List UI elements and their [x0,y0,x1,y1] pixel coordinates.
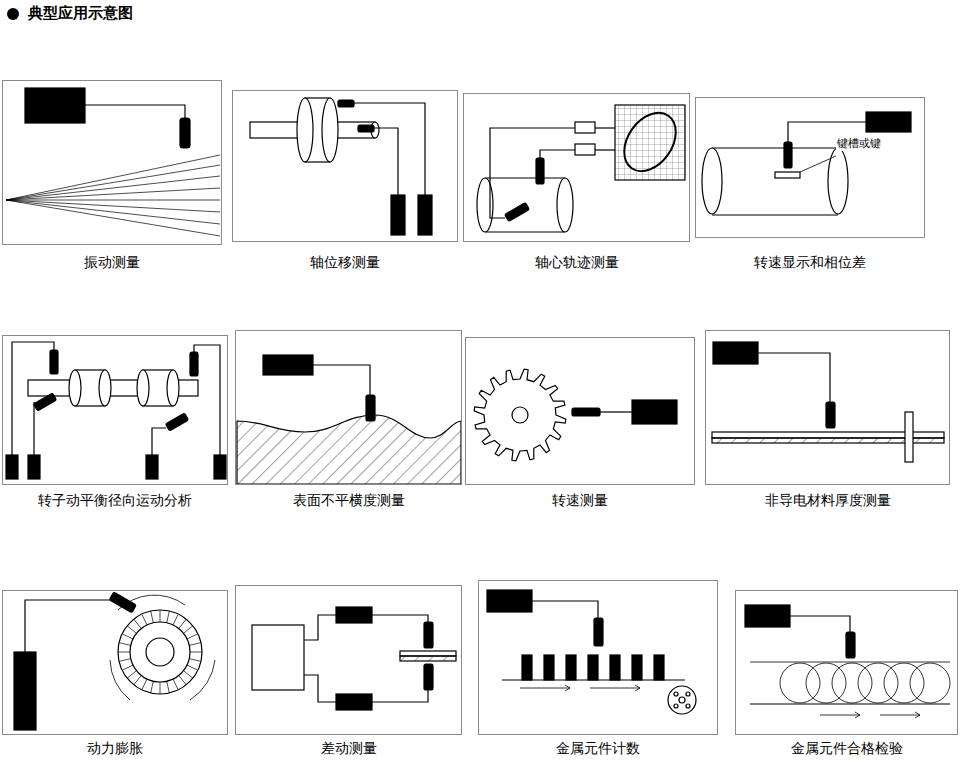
application-panel: 振动测量 [2,80,222,245]
wheel-ring [130,622,190,682]
wheel-blade [184,671,193,679]
metal-part [588,655,598,680]
application-panel: 非导电材料厚度测量 [705,330,950,485]
metal-part [858,663,898,703]
wheel-blade [118,652,130,653]
wheel-blade [189,643,201,646]
wheel-blade [187,665,198,670]
panel-caption: 转速测量 [466,492,694,510]
application-panel: 动力膨胀 [2,590,228,735]
wheel-blade [142,614,147,625]
wheel-blade [167,611,170,623]
panel-caption: 轴心轨迹测量 [464,254,689,272]
wheel-blade [122,634,133,639]
metal-part [910,663,950,703]
application-panel: 转速测量 [465,337,695,485]
wheel-blade [142,679,147,690]
panel-caption: 动力膨胀 [3,740,227,758]
panel-caption: 转子动平衡径向运动分析 [3,492,227,510]
wheel-blade [160,682,161,694]
panel-caption: 振动测量 [3,254,221,272]
metal-part [632,655,642,680]
wheel-blade [151,611,154,623]
application-panel: 转速显示和相位差 [695,97,925,238]
application-panel: 表面不平横度测量 [235,330,462,485]
panel-caption: 轴位移测量 [233,254,457,272]
application-panel: 差动测量 [235,585,462,735]
callout-label: 键槽或键 [836,136,882,151]
metal-part [522,655,532,680]
application-panel: 轴心轨迹测量 [463,93,690,242]
metal-part [806,663,846,703]
wheel-blade [173,614,178,625]
wheel-blade [173,679,178,690]
wheel-blade [127,671,136,679]
panel-caption: 金属元件计数 [479,740,717,758]
wheel-rim [118,610,202,694]
panel-caption: 差动测量 [236,740,461,758]
panel-caption: 金属元件合格检验 [736,740,957,758]
application-panel: 金属元件计数 [478,580,718,735]
wheel-blade [187,634,198,639]
wheel-blade [179,619,187,628]
wheel-blade [122,665,133,670]
metal-part [884,663,924,703]
application-panel: 转子动平衡径向运动分析 [2,335,228,485]
wheel-blade [160,610,161,622]
wheel-blade [184,626,193,634]
panel-caption: 转速显示和相位差 [696,254,924,272]
metal-part [610,655,620,680]
wheel-hub [146,638,174,666]
panel-caption: 非导电材料厚度测量 [706,492,949,510]
wheel-blade [134,619,142,628]
metal-part [566,655,576,680]
metal-part [654,655,664,680]
wheel-blade [179,676,187,685]
wheel-blade [134,676,142,685]
application-panel: 轴位移测量 [232,90,458,242]
metal-part [544,655,554,680]
wheel-blade [189,659,201,662]
wheel-blade [119,643,131,646]
application-panel: 金属元件合格检验 [735,590,958,735]
diagram-title: 典型应用示意图 [28,4,133,23]
wheel-blade [119,659,131,662]
wheel-blade [167,681,170,693]
panel-caption: 表面不平横度测量 [236,492,461,510]
metal-part [832,663,872,703]
bullet [7,8,19,20]
wheel-blade [190,652,202,653]
wheel-blade [127,626,136,634]
metal-part [780,663,820,703]
wheel-blade [151,681,154,693]
gear [474,369,566,461]
